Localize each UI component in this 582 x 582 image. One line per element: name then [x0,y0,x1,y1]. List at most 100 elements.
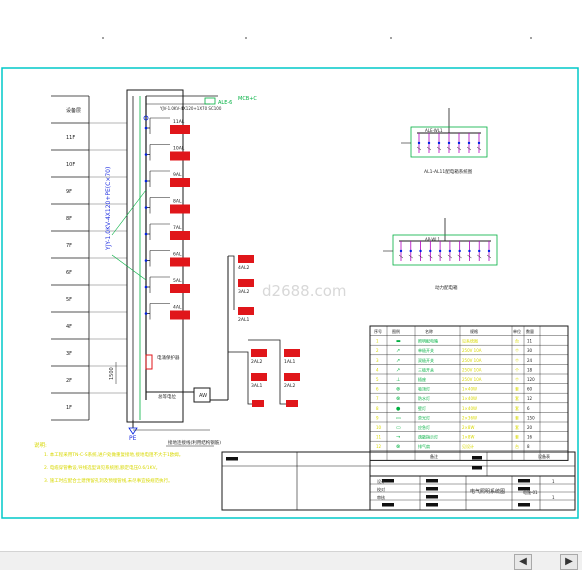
legend-header: 规格 [470,328,478,334]
legend-unit: 套 [515,434,519,440]
legend-symbol: ⊗ [396,387,400,393]
breaker-symbol [438,249,442,253]
legend-qty: 8 [527,444,530,449]
titleblock-checker: 校对 [377,486,385,492]
notes-heading: 说明: [34,441,47,449]
legend-name: 插座 [418,376,426,382]
schematic-2-caption: 动力配电箱 [435,284,458,291]
legend-name: 吸顶灯 [418,386,430,392]
feeder-tick [456,146,462,151]
distribution-box [170,310,190,320]
legend-spec: 2×8W [462,425,474,430]
legend-symbol: ↗ [396,358,400,364]
feeder-tick [466,146,472,151]
distribution-box-label: 4AL2 [238,265,249,271]
scroll-left-arrow-icon[interactable]: ◀ [514,554,532,570]
watermark: d2688.com [262,282,347,300]
legend-index: 12 [376,444,382,449]
titleblock-page: 1 [552,479,555,484]
scroll-right-arrow-icon[interactable]: ▶ [560,554,578,570]
legend-header: 数量 [526,328,534,334]
distribution-box [251,349,267,357]
legend-symbol: ⊗ [396,444,400,450]
breaker-symbol [468,249,471,253]
ground-symbol [128,427,138,435]
legend-index: 10 [376,425,382,430]
breaker-symbol [427,141,431,145]
legend-qty: 12 [527,396,533,401]
legend-name: 三极开关 [418,366,434,372]
legend-spec: 见设计 [462,443,474,449]
legend-qty: 18 [527,367,533,372]
titleblock-cell [518,503,530,507]
feeder-tick [418,254,423,259]
schematic-2-title: AP-WL1 [425,237,441,242]
titleblock-cell [382,479,394,483]
legend-index: 1 [376,339,379,344]
feeder-tick [447,254,453,259]
feeder-tick [416,146,422,151]
titleblock-cell [426,487,438,491]
distribution-box-label: 3AL1 [251,383,262,389]
note-line: 3. 施工时应配合土建预留孔洞及预埋管线,未尽事宜按规范执行。 [44,477,173,484]
feeder-tick [467,254,472,259]
legend-unit: 套 [515,414,519,420]
distribution-box [170,284,190,293]
legend-name: 单极开关 [418,347,434,353]
distribution-box-label: 2AL1 [238,317,249,323]
distribution-box [238,279,254,287]
feeder-tick [398,254,404,259]
legend-unit: 台 [515,338,519,344]
branch-node [144,232,148,236]
legend-spec: 250V 10A [462,377,482,382]
legend-footer-left: 备注 [430,453,438,459]
legend-index: 5 [376,377,379,382]
titleblock-cell [472,466,482,470]
horizontal-scrollbar[interactable]: ◀ ▶ [0,551,582,570]
legend-unit: 套 [515,395,519,401]
distribution-box-label: 11AL [173,119,185,125]
feeder-tick [486,254,492,259]
riser-diagram [111,89,218,423]
schematic-1-title: ALE-WL1 [425,128,443,133]
note-line: 2. 电缆穿管敷设,导线选型详见系统图,额定电压0.6/1KV。 [44,464,160,471]
titleblock-cell [472,456,482,460]
shaft-outline [126,89,184,423]
feeder-tick [476,146,482,151]
legend-symbol: ⊗ [396,396,400,402]
distribution-box-label: 10AL [173,146,185,152]
floor-label: 9F [66,189,72,195]
riser-cable-label: YJY-1.0KV-4X120+PE(C×70) [105,167,112,251]
legend-symbol: ⊥ [396,377,400,383]
distribution-box-label: 6AL [173,252,182,258]
legend-unit: 个 [515,348,519,353]
legend-unit: 套 [515,424,519,430]
distribution-box [251,373,267,381]
titleblock-designer: 设计 [377,478,385,484]
distribution-box-label: 2AL2 [284,383,295,389]
breaker-symbol [447,141,451,145]
distribution-box [170,125,190,134]
distribution-box [170,231,190,240]
meter-box [193,387,211,403]
pe-label: PE [129,435,137,442]
legend-qty: 11 [527,339,533,344]
lower-label: 总等电位 [158,393,176,400]
branch-node [144,312,148,315]
feeder-tick [426,146,432,151]
distribution-box [170,204,190,214]
distribution-box [170,257,190,267]
panel-outline [392,234,498,266]
breaker-symbol [487,249,491,253]
distribution-box-label: 8AL [173,199,182,205]
legend-symbol: ● [396,406,401,412]
title-block [222,452,575,510]
distribution-box-label: 5AL [173,278,182,284]
legend-name: 防水灯 [418,395,430,401]
distribution-box [284,373,300,381]
legend-header: 序号 [374,328,382,334]
panel-outline [410,126,488,158]
feeder-tick [437,254,443,259]
